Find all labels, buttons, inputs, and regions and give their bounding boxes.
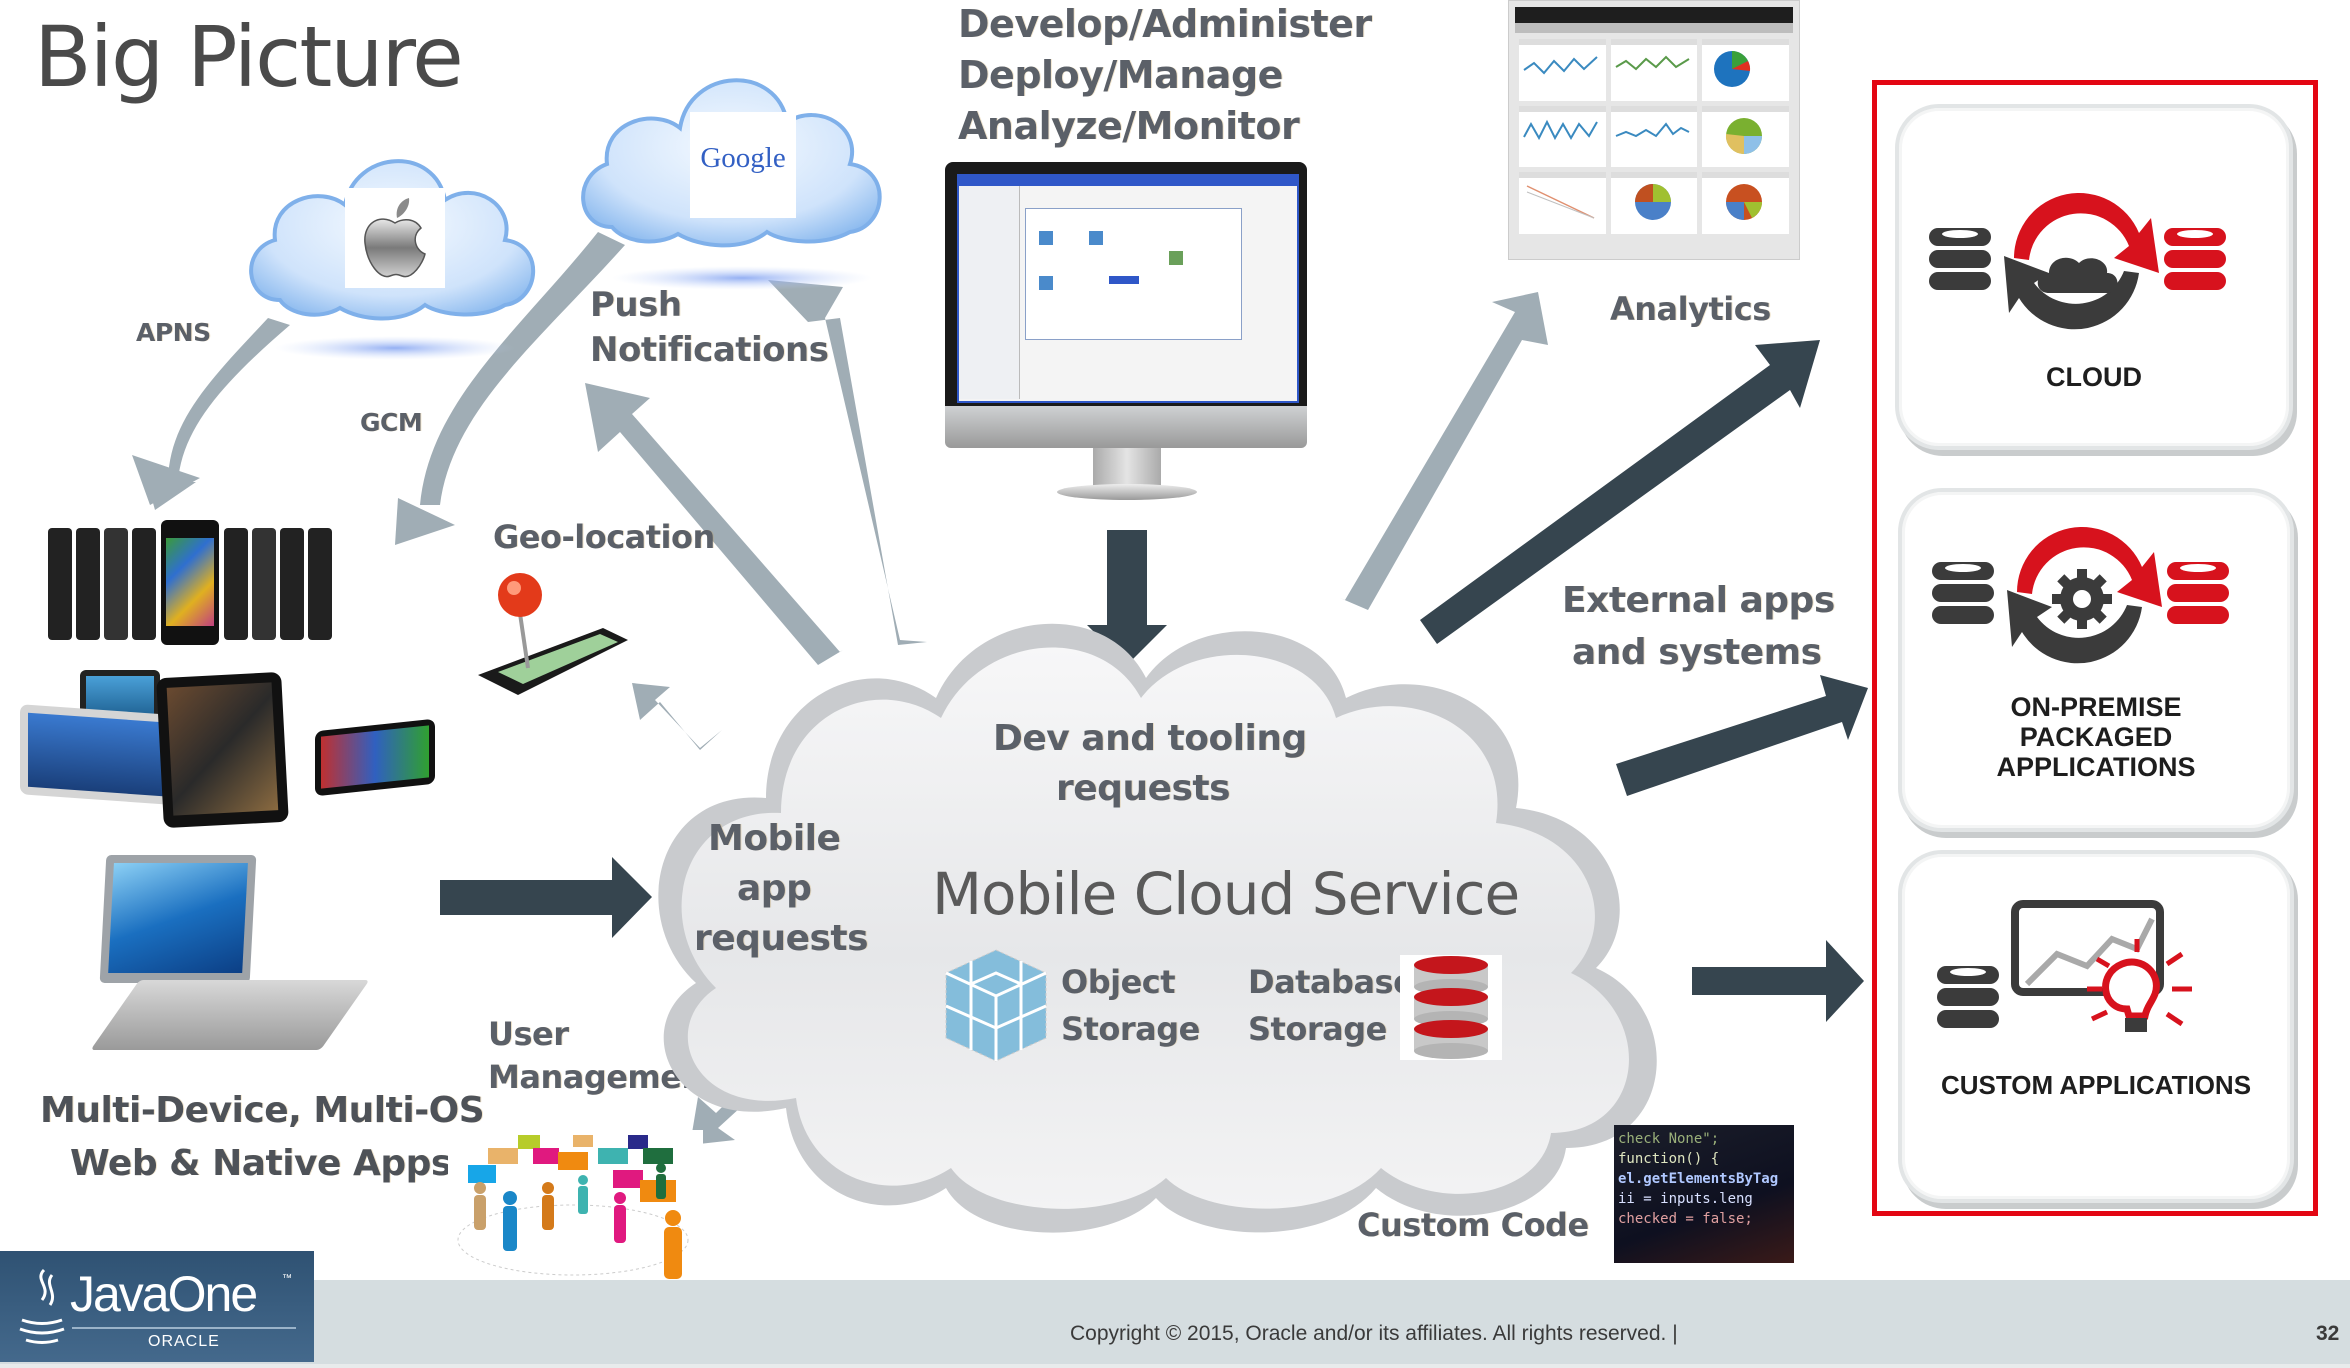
mobile-arrow-head (612, 857, 652, 938)
database-dark-icon (1937, 966, 1999, 1028)
analytics-arrow (1340, 292, 1548, 610)
push-notifications-label-line1: Push (590, 285, 682, 325)
mobile-app-requests-line2: app (737, 868, 812, 909)
database-dark-icon (1929, 228, 1991, 290)
database-storage-label-line2: Storage (1248, 1010, 1387, 1048)
mobile-cloud-service-cloud (658, 623, 1657, 1233)
geo-location-icon (478, 573, 628, 695)
oracle-text: ORACLE (148, 1333, 220, 1350)
javaone-logo: JavaOne ™ ORACLE (0, 1251, 314, 1362)
gear-icon (2052, 569, 2112, 629)
cloud-sync-icon (1929, 193, 2226, 330)
copyright-text: Copyright © 2015, Oracle and/or its affi… (1070, 1322, 1678, 1345)
gear-sync-icon (1932, 527, 2229, 664)
external-arrow-2 (1616, 675, 1868, 796)
external-apps-label-line1: External apps (1562, 580, 1835, 621)
target-card-on-premise: ON-PREMISE PACKAGED APPLICATIONS (1898, 488, 2294, 832)
mobile-app-requests-line1: Mobile (708, 818, 841, 859)
slide-footer (0, 1280, 2350, 1364)
google-logo-tile: Google (690, 112, 796, 218)
javaone-tm: ™ (282, 1273, 292, 1284)
code-line: checked = false; (1618, 1211, 1753, 1227)
custom-apps-arrow-shaft (1692, 967, 1832, 995)
target-label-on-premise-line3: APPLICATIONS (1996, 752, 2196, 782)
database-storage-icon (1400, 955, 1502, 1060)
apple-icon (364, 198, 426, 278)
dev-down-arrow-head (1087, 625, 1167, 665)
dev-down-arrow-shaft (1107, 530, 1147, 625)
database-dark-icon (1932, 562, 1994, 624)
analytics-dashboard-image (1508, 0, 1800, 260)
gcm-label: GCM (360, 408, 423, 437)
mobile-arrow-shaft (440, 880, 615, 915)
push-notifications-label-line2: Notifications (590, 330, 829, 370)
user-community-icon (448, 1130, 703, 1290)
java-cup-icon (19, 1268, 65, 1344)
developer-console-monitor (945, 162, 1307, 507)
mobile-cloud-service-title: Mobile Cloud Service (932, 860, 1520, 928)
bottom-tab-strip (0, 1364, 2350, 1368)
dev-tooling-requests-line1: Dev and tooling (993, 718, 1307, 759)
gcm-arrow-head (395, 498, 455, 545)
database-storage-label-line1: Database (1248, 963, 1415, 1001)
custom-code-label: Custom Code (1357, 1206, 1589, 1244)
slide-title: Big Picture (34, 8, 464, 106)
devices-caption-line2: Web & Native Apps (70, 1143, 452, 1184)
devices-caption-line1: Multi-Device, Multi-OS (40, 1090, 485, 1131)
external-apps-label-line2: and systems (1572, 632, 1822, 673)
tooling-line1: Develop/Administer (958, 2, 1372, 46)
apns-label: APNS (136, 318, 211, 347)
database-red-icon (2164, 228, 2226, 290)
code-line: el.getElementsByTag (1618, 1171, 1779, 1187)
dashboard-widget-grid (1519, 39, 1789, 234)
smartphones-image (48, 520, 383, 650)
object-storage-label-line2: Storage (1061, 1010, 1200, 1048)
target-label-on-premise-line1: ON-PREMISE (2010, 692, 2182, 722)
apns-arrow-head (132, 455, 200, 505)
mobile-app-requests-line3: requests (694, 918, 869, 959)
custom-apps-arrow-head (1826, 940, 1864, 1022)
database-red-icon (2167, 562, 2229, 624)
external-arrow-1 (1420, 340, 1820, 644)
code-line: function() { (1618, 1151, 1720, 1167)
target-card-cloud: CLOUD (1895, 104, 2293, 450)
user-management-label-line1: User (488, 1015, 569, 1053)
apple-logo-tile (345, 188, 445, 288)
page-number: 32 (2316, 1322, 2340, 1345)
dev-tooling-requests-line2: requests (1056, 768, 1231, 809)
laptop-image (90, 855, 370, 1055)
gcm-arrow (420, 232, 625, 505)
code-line: check None"; (1618, 1131, 1720, 1147)
javaone-brand-text: JavaOne (70, 1266, 258, 1322)
target-card-custom-apps: CUSTOM APPLICATIONS (1898, 850, 2294, 1203)
tooling-line3: Analyze/Monitor (958, 104, 1300, 148)
analytics-lightbulb-icon (1937, 900, 2192, 1032)
tooling-line2: Deploy/Manage (958, 53, 1283, 97)
object-storage-label-line1: Object (1061, 963, 1176, 1001)
integration-targets-panel (1872, 80, 2318, 1216)
tablets-image (20, 670, 435, 830)
analytics-label: Analytics (1610, 290, 1771, 328)
code-snippet-image: check None"; function() { el.getElements… (1614, 1125, 1794, 1263)
target-label-on-premise-line2: PACKAGED (2019, 722, 2173, 752)
code-line: ii = inputs.leng (1618, 1191, 1753, 1207)
geo-location-label: Geo-location (493, 518, 715, 556)
geo-arrow (632, 683, 722, 750)
target-label-custom-apps: CUSTOM APPLICATIONS (1940, 1070, 2252, 1100)
lightbulb-icon (2087, 939, 2192, 1032)
object-storage-icon (945, 949, 1047, 1062)
push-arrow-1 (585, 383, 843, 665)
google-logo: Google (700, 142, 786, 174)
target-label-cloud: CLOUD (2046, 362, 2142, 392)
